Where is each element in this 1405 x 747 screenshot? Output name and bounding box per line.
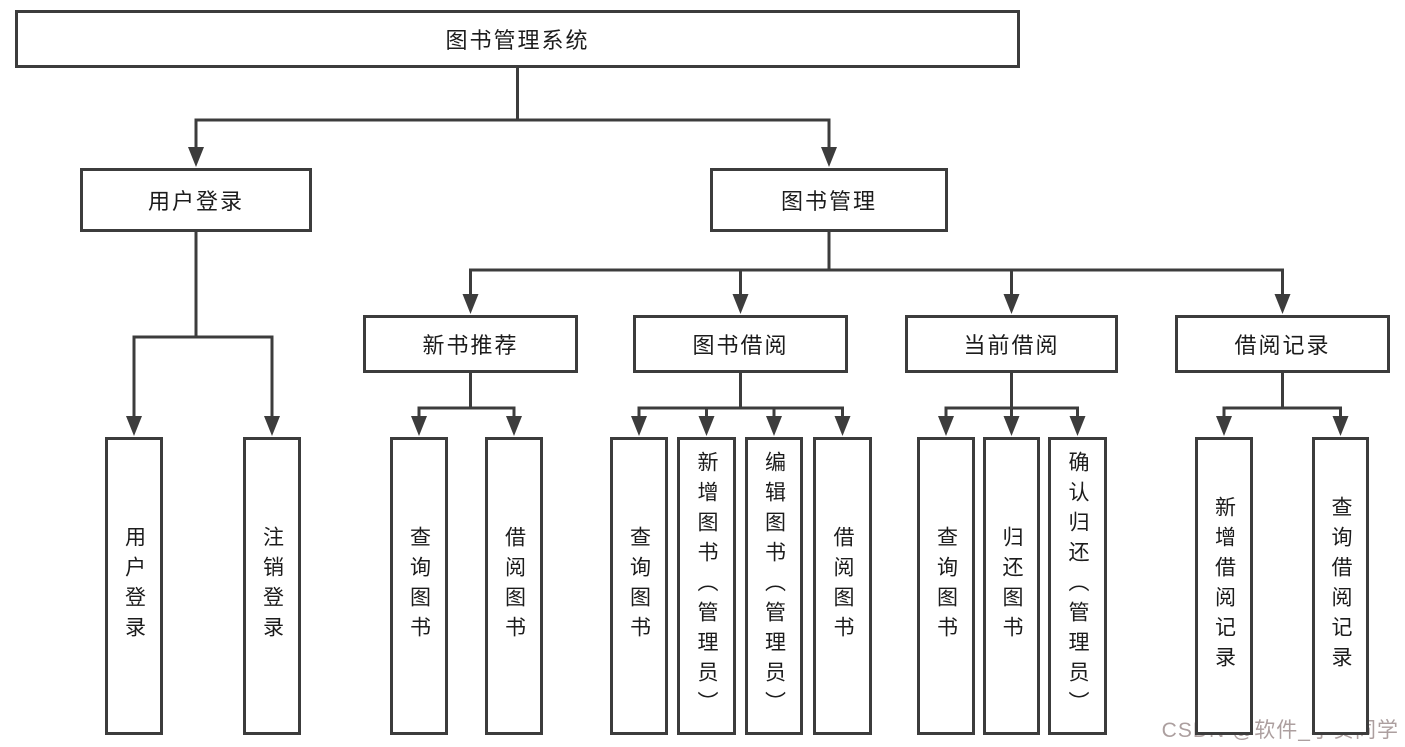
node-borrowing-records: 借阅记录 [1175,315,1390,373]
arrowhead-icon [1274,294,1291,314]
node-label: 查询借阅记录 [1329,496,1352,676]
arrowhead-icon [631,416,647,436]
arrowhead-icon [1332,416,1349,436]
node-query-borrow-record: 查询借阅记录 [1312,437,1369,735]
arrowhead-icon [1216,416,1232,436]
arrowhead-icon [1069,416,1086,436]
arrowhead-icon [411,416,427,436]
node-label: 新增借阅记录 [1212,496,1236,676]
node-label: 确认归还（管理员） [1066,451,1089,721]
arrowhead-icon [766,416,782,436]
arrowhead-icon [938,416,954,436]
node-label: 归还图书 [1000,526,1023,646]
node-label: 图书借阅 [692,333,789,358]
node-borrow-books: 借阅图书 [813,437,872,735]
arrowhead-icon [126,416,142,436]
node-label: 当前借阅 [963,333,1060,358]
edge-user-login [126,230,280,436]
node-label: 查询图书 [627,526,651,646]
node-user-login: 用户登录 [80,168,312,232]
node-label: 新增图书（管理员） [695,451,718,721]
arrowhead-icon [1003,294,1020,314]
node-label: 用户登录 [147,189,244,214]
edge-new-book-recommend [411,371,522,436]
arrowhead-icon [834,416,851,436]
edge-book-management [462,230,1291,314]
node-label: 图书管理 [780,189,877,214]
node-label: 查询图书 [934,526,958,646]
arrowhead-icon [462,294,479,314]
node-login-user: 用户登录 [105,437,163,735]
node-label: 查询图书 [407,526,431,646]
arrowhead-icon [264,416,280,436]
node-confirm-return-admin: 确认归还（管理员） [1048,437,1107,735]
edge-book-borrowing [631,371,851,436]
node-add-books-admin: 新增图书（管理员） [677,437,736,735]
arrowhead-icon [506,416,522,436]
arrowhead-icon [188,147,204,167]
node-book-management: 图书管理 [710,168,948,232]
node-label: 借阅图书 [502,526,526,646]
node-new-book-recommend: 新书推荐 [363,315,578,373]
node-borrow-books-rec: 借阅图书 [485,437,543,735]
node-query-books-rec: 查询图书 [390,437,448,735]
node-label: 新书推荐 [422,333,519,358]
node-label: 借阅记录 [1234,333,1331,358]
node-edit-books-admin: 编辑图书（管理员） [745,437,803,735]
node-add-borrow-record: 新增借阅记录 [1195,437,1253,735]
edge-borrowing-records [1216,371,1349,436]
node-query-books-cur: 查询图书 [917,437,975,735]
node-label: 注销登录 [260,526,284,646]
node-return-books: 归还图书 [983,437,1040,735]
node-current-borrowing: 当前借阅 [905,315,1118,373]
arrowhead-icon [732,294,749,314]
node-label: 编辑图书（管理员） [762,451,786,721]
node-root: 图书管理系统 [15,10,1020,68]
arrowhead-icon [1003,416,1020,436]
node-query-books-borrow: 查询图书 [610,437,668,735]
edge-root [188,66,837,167]
node-label: 用户登录 [122,526,146,646]
node-logout: 注销登录 [243,437,301,735]
edge-current-borrowing [938,371,1086,436]
node-label: 图书管理系统 [445,28,590,53]
arrowhead-icon [821,147,837,167]
node-book-borrowing: 图书借阅 [633,315,848,373]
node-label: 借阅图书 [831,526,854,646]
arrowhead-icon [698,416,715,436]
